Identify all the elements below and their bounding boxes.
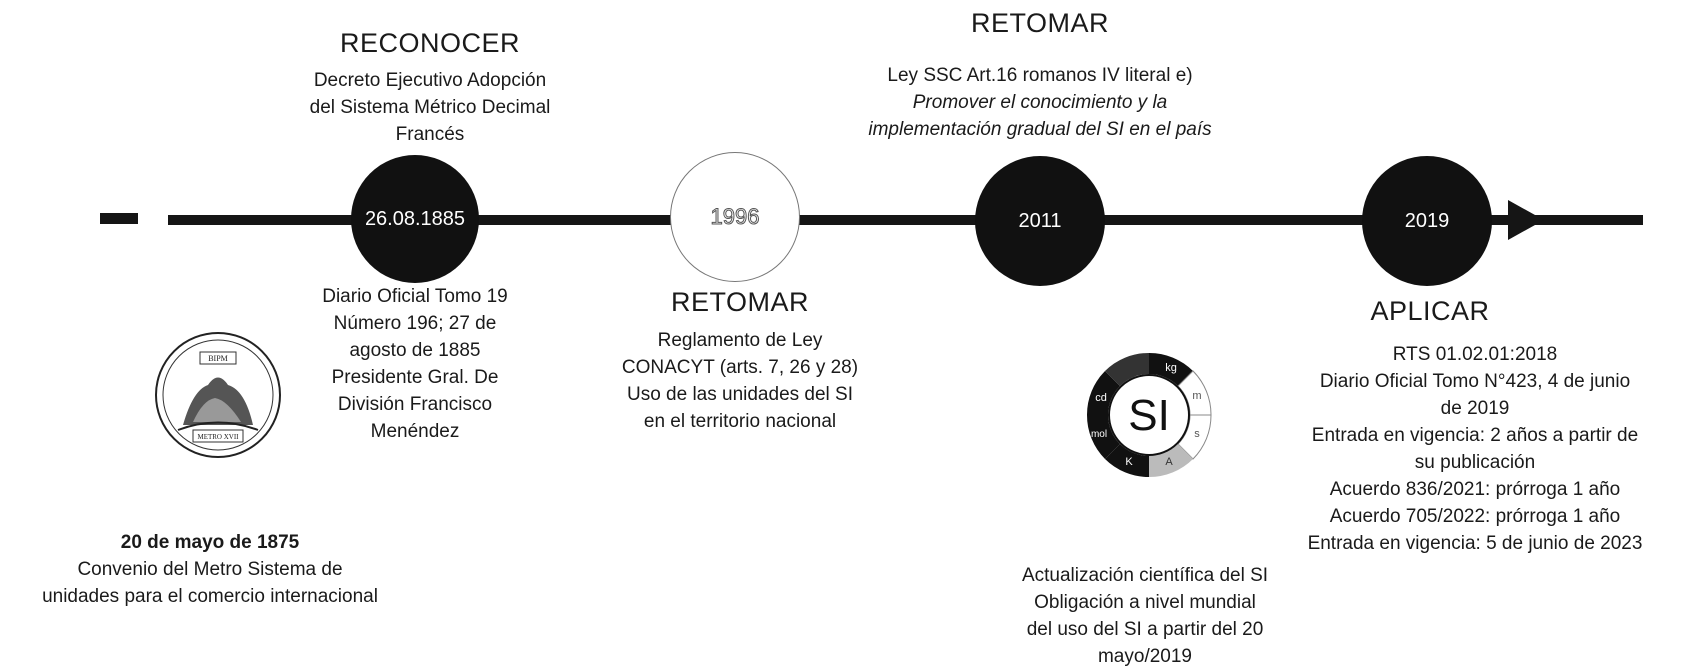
aplicar-line: Entrada en vigencia: 5 de junio de 2023 <box>1307 533 1643 554</box>
bipm-date: 20 de mayo de 1875 <box>120 532 300 553</box>
reconocer-below-line: agosto de 1885 <box>349 340 481 361</box>
reconocer-below-line: Número 196; 27 de <box>333 313 497 334</box>
reconocer-above-line: del Sistema Métrico Decimal <box>309 97 551 118</box>
si-segment-m: m <box>1192 390 1201 402</box>
si-logo: SI kg m s A K mol cd <box>1086 352 1212 478</box>
retomar-2011-line: Ley SSC Art.16 romanos IV literal e) <box>887 65 1193 86</box>
aplicar-line: Acuerdo 836/2021: prórroga 1 año <box>1329 479 1621 500</box>
bipm-line: unidades para el comercio internacional <box>42 586 378 607</box>
reconocer-below-text: Diario Oficial Tomo 19 Número 196; 27 de… <box>290 283 540 445</box>
aplicar-line: Diario Oficial Tomo N°423, 4 de junio <box>1319 371 1631 392</box>
timeline-dash <box>100 213 138 224</box>
retomar-2011-heading: RETOMAR <box>970 8 1109 38</box>
retomar-1996-line: CONACYT (arts. 7, 26 y 28) <box>621 357 859 378</box>
si-segment-kg: kg <box>1165 362 1177 374</box>
seal-bottom-text: METRO XVII <box>197 433 239 441</box>
si-segment-k: K <box>1125 456 1133 468</box>
si-update-line: Obligación a nivel mundial <box>1034 592 1256 613</box>
reconocer-below-line: Presidente Gral. De <box>331 367 499 388</box>
si-segment-mol: mol <box>1091 429 1107 440</box>
reconocer-above-text: Decreto Ejecutivo Adopción del Sistema M… <box>270 67 590 148</box>
node-1996: 1996 <box>670 152 800 282</box>
aplicar-line: Entrada en vigencia: 2 años a partir de <box>1311 425 1639 446</box>
node-2011-label: 2011 <box>1018 209 1062 232</box>
arrow-right-icon <box>1508 200 1544 240</box>
si-segment-s: s <box>1194 428 1200 440</box>
reconocer-above-line: Decreto Ejecutivo Adopción <box>313 70 547 91</box>
node-1885: 26.08.1885 <box>351 155 479 283</box>
reconocer-heading: RECONOCER <box>339 28 520 58</box>
node-1996-label: 1996 <box>710 204 760 230</box>
retomar-2011-italic-line: implementación gradual del SI en el país <box>868 119 1212 140</box>
si-update-text: Actualización científica del SI Obligaci… <box>980 562 1310 670</box>
retomar-1996-line: en el territorio nacional <box>643 411 837 432</box>
aplicar-heading: APLICAR <box>1370 296 1490 326</box>
si-update-line: mayo/2019 <box>1097 646 1192 667</box>
retomar-2011-italic-line: Promover el conocimiento y la <box>912 92 1168 113</box>
si-segment-cd: cd <box>1095 392 1107 404</box>
node-2019: 2019 <box>1362 156 1492 286</box>
bipm-seal-logo: BIPM METRO XVII <box>155 332 281 458</box>
reconocer-below-line: Diario Oficial Tomo 19 <box>322 286 508 307</box>
aplicar-text: RTS 01.02.01:2018 Diario Oficial Tomo N°… <box>1275 341 1675 557</box>
bipm-1875-text: 20 de mayo de 1875 Convenio del Metro Si… <box>0 529 420 610</box>
node-2011: 2011 <box>975 156 1105 286</box>
seal-top-text: BIPM <box>208 354 228 363</box>
retomar-1996-line: Reglamento de Ley <box>657 330 823 351</box>
aplicar-line: RTS 01.02.01:2018 <box>1392 344 1558 365</box>
bipm-line: Convenio del Metro Sistema de <box>77 559 343 580</box>
si-segment-a: A <box>1165 456 1173 468</box>
timeline-line <box>168 215 1643 225</box>
aplicar-line: Acuerdo 705/2022: prórroga 1 año <box>1329 506 1621 527</box>
si-update-line: del uso del SI a partir del 20 <box>1026 619 1264 640</box>
retomar-1996-line: Uso de las unidades del SI <box>626 384 854 405</box>
si-logo-text: SI <box>1128 391 1170 440</box>
aplicar-line: su publicación <box>1414 452 1536 473</box>
retomar-2011-text: Ley SSC Art.16 romanos IV literal e) Pro… <box>810 62 1270 143</box>
retomar-1996-text: Reglamento de Ley CONACYT (arts. 7, 26 y… <box>590 327 890 435</box>
si-update-line: Actualización científica del SI <box>1021 565 1269 586</box>
reconocer-below-line: Menéndez <box>370 421 460 442</box>
aplicar-line: de 2019 <box>1440 398 1510 419</box>
reconocer-below-line: División Francisco <box>337 394 493 415</box>
node-2019-label: 2019 <box>1404 209 1450 232</box>
reconocer-above-line: Francés <box>395 124 465 145</box>
retomar-1996-heading: RETOMAR <box>670 287 809 317</box>
node-1885-label: 26.08.1885 <box>364 207 466 230</box>
